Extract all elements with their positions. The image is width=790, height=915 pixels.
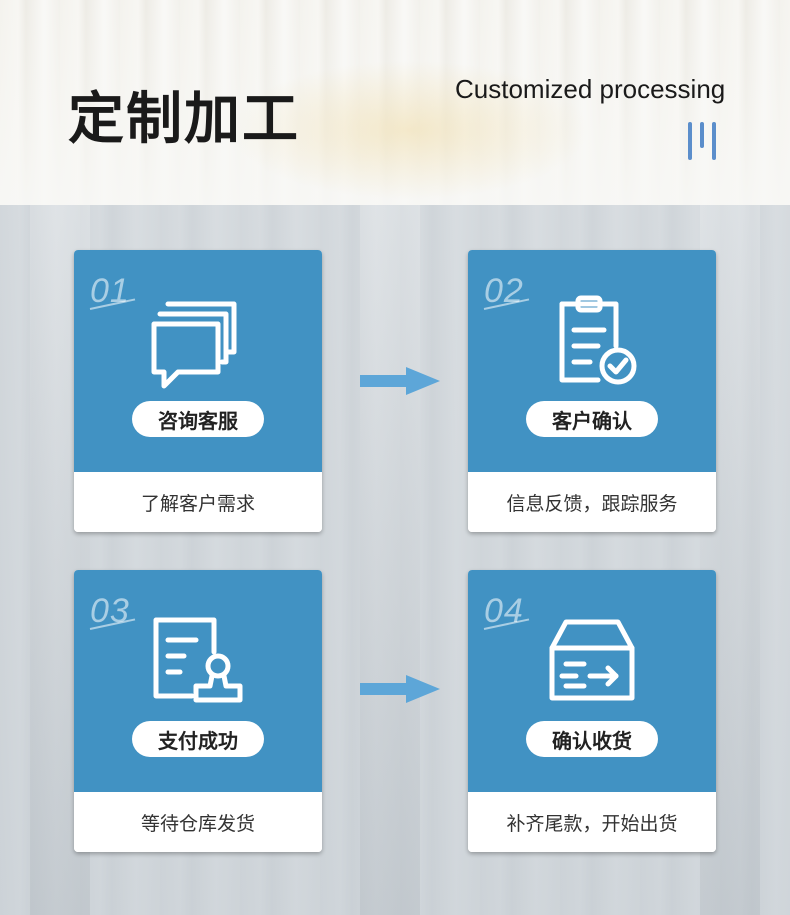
- title-decoration-bars: [686, 122, 720, 162]
- clipboard-check-icon: [559, 295, 637, 385]
- background-haze: [230, 60, 590, 200]
- step-card-header: 01 咨询客服: [74, 250, 322, 472]
- step-label-pill: 支付成功: [132, 721, 264, 757]
- step-label-pill: 客户确认: [526, 401, 658, 437]
- step-card-3: 03 支付成功 等待仓库发货: [74, 570, 322, 852]
- step-card-header: 04 确认收货: [468, 570, 716, 792]
- step-description: 了解客户需求: [74, 472, 322, 532]
- step-card-4: 04 确认收货 补齐尾款，开始出货: [468, 570, 716, 852]
- document-stamp-icon: [153, 617, 243, 703]
- step-description: 信息反馈，跟踪服务: [468, 472, 716, 532]
- arrow-right-icon: [360, 675, 440, 703]
- step-card-1: 01 咨询客服 了解客户需求: [74, 250, 322, 532]
- step-card-header: 02 客户确认: [468, 250, 716, 472]
- page-subtitle: Customized processing: [455, 74, 726, 104]
- page-title: 定制加工: [68, 87, 300, 152]
- step-card-header: 03 支付成功: [74, 570, 322, 792]
- step-description: 等待仓库发货: [74, 792, 322, 852]
- arrow-right-icon: [360, 367, 440, 395]
- step-label-pill: 咨询客服: [132, 401, 264, 437]
- background-band: [360, 205, 420, 915]
- step-description: 补齐尾款，开始出货: [468, 792, 716, 852]
- step-card-2: 02 客户确认 信息反馈，跟踪服务: [468, 250, 716, 532]
- box-delivery-icon: [549, 619, 635, 701]
- header-banner: 定制加工 Customized processing: [0, 0, 790, 205]
- step-label-pill: 确认收货: [526, 721, 658, 757]
- chat-bubbles-icon: [151, 301, 237, 389]
